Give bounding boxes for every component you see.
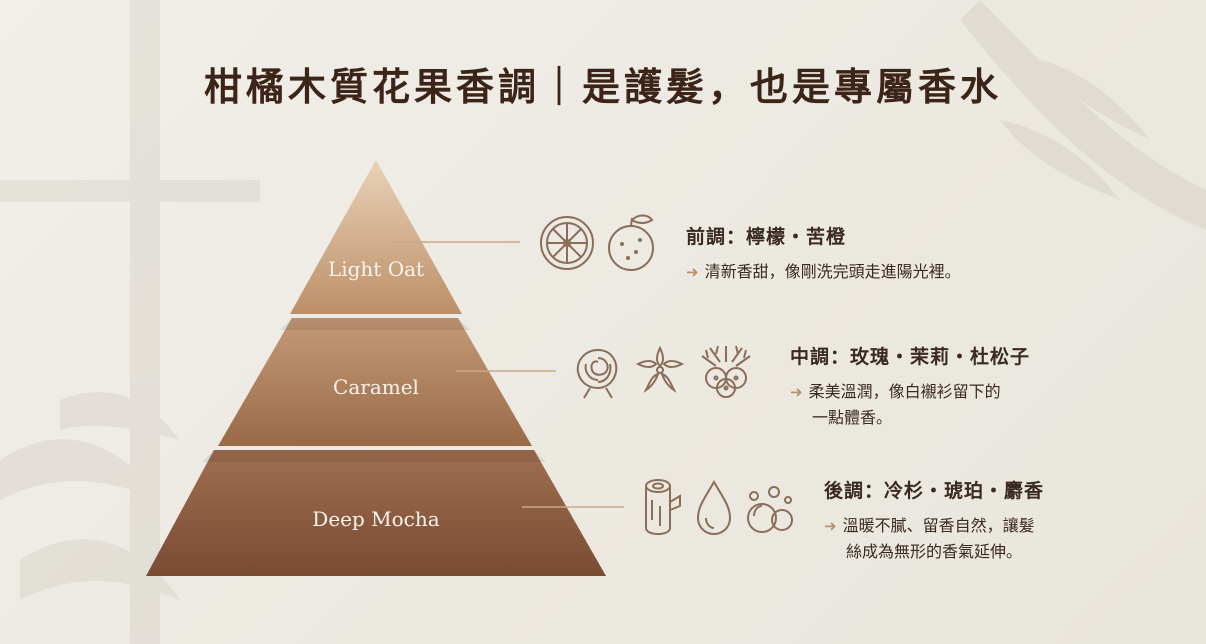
bubbles-icon	[747, 486, 793, 533]
arrow-right-icon: ➜	[824, 517, 837, 535]
note-bottom: 後調：冷杉・琥珀・麝香 ➜ 溫暖不膩、留香自然，讓髮 絲成為無形的香氣延伸。	[824, 476, 1044, 565]
wood-log-icon	[645, 479, 681, 536]
note-middle-desc-line-1: 柔美溫潤，像白襯衫留下的	[808, 382, 1001, 401]
tier-top-shape	[290, 160, 462, 314]
jasmine-icon	[635, 345, 685, 393]
lemon-slice-icon	[540, 216, 594, 270]
note-middle-desc-line-2: 一點體香。	[812, 408, 893, 427]
note-top-desc-line-1: 清新香甜，像剛洗完頭走進陽光裡。	[704, 262, 961, 281]
note-top: 前調：檸檬・苦橙 ➜ 清新香甜，像剛洗完頭走進陽光裡。	[686, 222, 961, 285]
arrow-right-icon: ➜	[790, 383, 803, 401]
page-title: 柑橘木質花果香調｜是護髮，也是專屬香水	[203, 64, 1002, 109]
note-top-desc: ➜ 清新香甜，像剛洗完頭走進陽光裡。	[686, 259, 961, 285]
note-bottom-desc: ➜ 溫暖不膩、留香自然，讓髮 絲成為無形的香氣延伸。	[824, 513, 1044, 565]
note-bottom-desc-line-1: 溫暖不膩、留香自然，讓髮	[842, 516, 1035, 535]
tier-label-deep-mocha: Deep Mocha	[312, 507, 440, 531]
juniper-berry-icon	[701, 345, 751, 398]
orange-icon	[608, 214, 654, 271]
tier-label-caramel: Caramel	[333, 375, 419, 399]
note-bottom-title: 後調：冷杉・琥珀・麝香	[824, 480, 1045, 502]
drop-icon	[696, 479, 732, 536]
tier-label-light-oat: Light Oat	[327, 257, 425, 281]
tier-middle-shape	[218, 318, 532, 446]
note-bottom-desc-line-2: 絲成為無形的香氣延伸。	[846, 542, 1023, 561]
note-top-title: 前調：檸檬・苦橙	[686, 226, 847, 248]
note-middle: 中調：玫瑰・茉莉・杜松子 ➜ 柔美溫潤，像白襯衫留下的 一點體香。	[790, 342, 1030, 431]
arrow-right-icon: ➜	[686, 263, 699, 281]
tier-bottom-shape	[146, 450, 606, 576]
rose-icon	[576, 348, 618, 399]
note-middle-title: 中調：玫瑰・茉莉・杜松子	[790, 346, 1031, 368]
note-middle-desc: ➜ 柔美溫潤，像白襯衫留下的 一點體香。	[790, 379, 1030, 431]
